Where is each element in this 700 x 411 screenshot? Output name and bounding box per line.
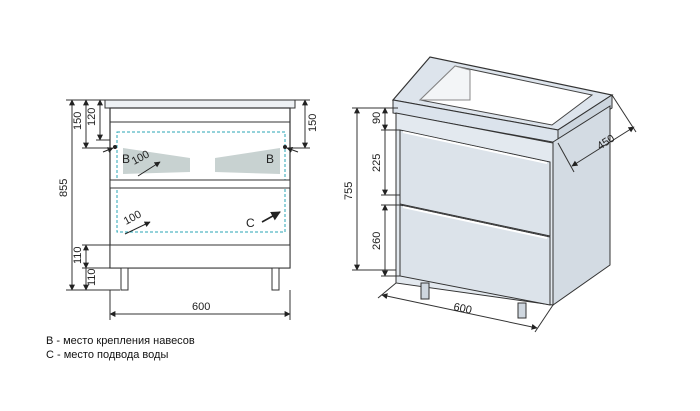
front-shelf [109, 179, 291, 189]
dim-110-a: 110 [72, 246, 84, 264]
mount-point-left [113, 145, 117, 149]
front-shade-right [215, 148, 280, 174]
water-arrow [261, 211, 281, 223]
depth-arrow-upper [137, 161, 161, 177]
iso-basin-inner [418, 65, 471, 101]
iso-handle-lower [402, 206, 548, 239]
legend-line-c: C - место подвода воды [46, 349, 169, 361]
iso-leg-left [420, 282, 430, 300]
front-leg-right [271, 267, 280, 291]
dim-150-right: 150 [307, 114, 319, 132]
front-leg-left [120, 267, 129, 291]
dim-120: 120 [86, 108, 98, 126]
mark-c: C [246, 216, 255, 230]
front-left-dimensions [66, 99, 120, 291]
iso-view: 755 90 225 260 450 600 [343, 56, 637, 333]
dim-90: 90 [371, 112, 383, 124]
mark-b-right: B [266, 152, 274, 166]
iso-width-dimension [377, 282, 554, 333]
front-countertop [104, 99, 296, 109]
depth-arrow-lower [124, 221, 151, 235]
mount-arrow-right [286, 147, 299, 153]
front-right-dimensions [290, 99, 310, 149]
dim-110-b: 110 [86, 268, 98, 286]
front-view: B B 100 100 C 855 150 120 110 110 [58, 99, 319, 320]
legend-line-b: B - место крепления навесов [46, 335, 195, 347]
mark-b-left: B [122, 152, 130, 166]
dim-600-iso: 600 [452, 301, 472, 317]
iso-depth-dimension [557, 94, 637, 173]
dim-600-front: 600 [192, 301, 210, 313]
iso-leg-right [517, 302, 527, 319]
front-bottom-dimension [109, 290, 291, 320]
dim-260: 260 [371, 232, 383, 250]
dim-150-top: 150 [72, 112, 84, 130]
dim-755: 755 [343, 182, 355, 200]
iso-handle-upper [402, 131, 548, 164]
dim-225: 225 [371, 154, 383, 172]
mount-point-right [283, 145, 287, 149]
front-plinth [109, 244, 291, 269]
dim-855: 855 [58, 179, 70, 197]
iso-left-dimensions [352, 107, 400, 277]
front-shade-left [123, 148, 190, 174]
mount-arrow-left [102, 147, 114, 153]
